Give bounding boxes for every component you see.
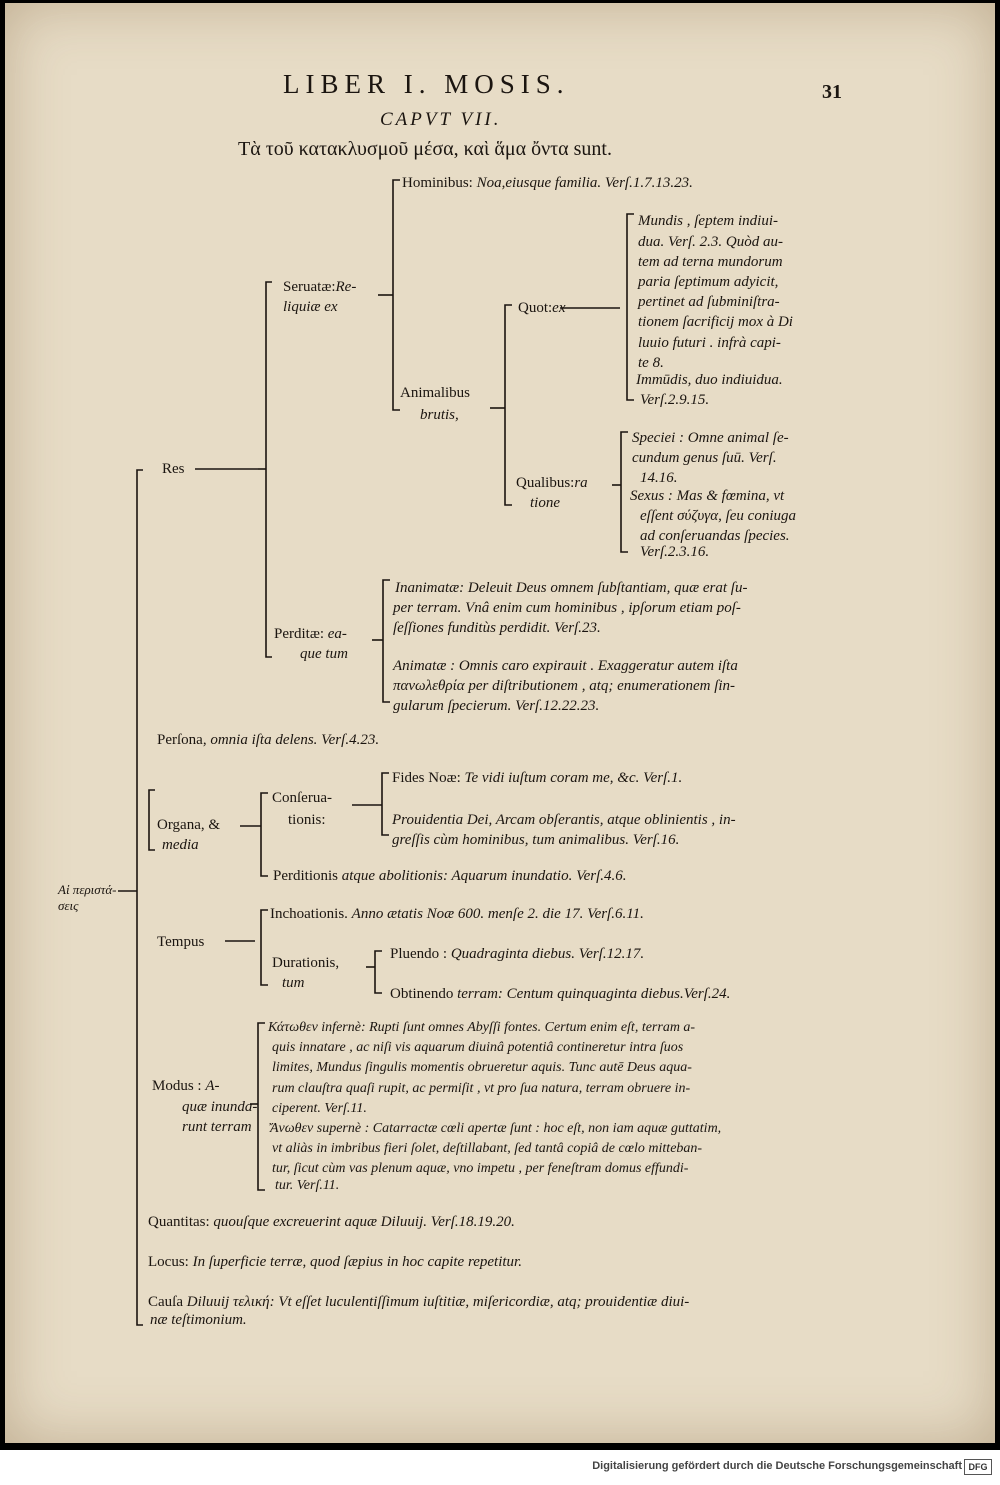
mundis-line-2: tem ad terna mundorum: [638, 254, 783, 270]
obtinendo-entry: Obtinendo terram: Centum quinquaginta di…: [390, 986, 731, 1002]
organa-label: Organa, &: [157, 817, 221, 833]
superne-line-3: tur. Verſ.11.: [275, 1178, 340, 1193]
organa-label-2: media: [162, 837, 199, 853]
inanimatae-line-1: per terram. Vnâ enim cum hominibus , ipſ…: [393, 600, 741, 616]
locus-entry: Locus: In ſuperficie terræ, quod ſæpius …: [148, 1254, 522, 1270]
quot-label: Quot:ex: [518, 300, 566, 316]
conseruationis-label: Conſerua-: [272, 790, 332, 806]
persona-entry: Perſona, omnia iſta delens. Verſ.4.23.: [157, 732, 380, 748]
durationis-brace: [374, 950, 382, 994]
sexus-line-2: ad conſeruandas ſpecies.: [640, 528, 790, 544]
chapter-subtitle: Τὰ τοῦ κατακλυσμοῦ μέσα, καὶ ἅμα ὄντα su…: [238, 138, 612, 160]
superne-line-2: tur, ſicut cùm vas plenum aquæ, vno impe…: [272, 1161, 689, 1176]
speciei-line-0: Speciei : Omne animal ſe-: [632, 430, 789, 446]
animatae-line-1: πανωλεθρία per diſtributionem , atq; enu…: [393, 678, 736, 694]
footer-credit: Digitalisierung gefördert durch die Deut…: [592, 1460, 962, 1472]
perditae-brace: [382, 579, 390, 703]
immundis-line-0: Immūdis, duo indiuidua.: [636, 372, 783, 388]
quantitas-entry: Quantitas: quouſque excreuerint aquæ Dil…: [148, 1214, 515, 1230]
tempus-brace: [260, 909, 268, 986]
causa-entry-2: næ teſtimonium.: [150, 1312, 247, 1328]
superne-line-1: vt aliàs in imbribus fieri ſolet, deſtil…: [272, 1141, 703, 1156]
book-page: [5, 3, 995, 1443]
inferne-line-2: limites, Mundus ſingulis momentis obruer…: [272, 1060, 692, 1075]
immundis-line-1: Verſ.2.9.15.: [640, 392, 710, 408]
qualibus-label-2: tione: [530, 495, 560, 511]
mundis-line-6: luuio futuri . infrà capi-: [638, 335, 781, 351]
mundis-line-3: paria ſeptimum adyicit,: [638, 274, 779, 290]
digitization-footer: Digitalisierung gefördert durch die Deut…: [0, 1450, 1000, 1485]
res-brace: [265, 281, 272, 658]
quot-brace: [626, 213, 634, 401]
mundis-line-5: tionem ſacrificij mox à Di: [638, 314, 793, 330]
seruatae-label-2: liquiæ ex: [283, 299, 338, 315]
chapter-heading: CAPVT VII.: [380, 109, 502, 130]
qualibus-label: Qualibus:ra: [516, 475, 588, 491]
root-label: Αἱ περιστά- σεις: [58, 882, 117, 913]
dfg-logo-icon: DFG: [964, 1459, 992, 1475]
durationis-label-2: tum: [282, 975, 305, 991]
perditionis-entry: Perditionis atque abolitionis: Aquarum i…: [273, 868, 627, 884]
seruatae-brace: [392, 179, 400, 411]
conseruationis-label-2: tionis:: [288, 812, 326, 828]
animatae-line-2: gularum ſpecierum. Verſ.12.22.23.: [393, 698, 600, 714]
mundis-line-7: te 8.: [638, 355, 664, 371]
inferne-line-0: Κάτωθεν infernè: Rupti ſunt omnes Abyſſi…: [268, 1020, 696, 1035]
mundis-line-0: Mundis , ſeptem indiui-: [638, 213, 778, 229]
prouidentia-line-0: Prouidentia Dei, Arcam obſerantis, atque…: [392, 812, 736, 828]
hominibus-entry: Hominibus: Noa,eiusque familia. Verſ.1.7…: [402, 175, 693, 191]
inanimatae-line-0: Inanimatæ: Deleuit Deus omnem ſubſtantia…: [395, 580, 748, 596]
speciei-line-2: 14.16.: [640, 470, 678, 486]
modus-label-2: quæ inunda-: [182, 1099, 258, 1115]
page-number: 31: [822, 81, 842, 103]
inferne-line-3: rum clauſtra quaſi rupit, ac permiſit , …: [272, 1081, 691, 1096]
prouidentia-line-1: greſſis cùm hominibus, tum animalibus. V…: [392, 832, 680, 848]
sexus-line-0: Sexus : Mas & fœmina, vt: [630, 488, 785, 504]
organa-sub-brace: [260, 792, 268, 877]
animatae-line-0: Animatæ : Omnis caro expirauit . Exagger…: [393, 658, 738, 674]
res-label: Res: [162, 461, 185, 477]
inferne-line-1: quis innatare , ac niſi vis aquarum diui…: [272, 1040, 684, 1055]
conseruationis-brace: [381, 772, 389, 836]
running-title: LIBER I. MOSIS.: [283, 69, 570, 99]
sexus-line-1: eſſent σύζυγα, ſeu coniuga: [640, 508, 796, 524]
modus-label: Modus : A-: [152, 1078, 220, 1094]
seruatae-label: Seruatæ:Re-: [283, 279, 357, 295]
fides-entry: Fides Noæ: Te vidi iuſtum coram me, &c. …: [392, 770, 683, 786]
qualibus-brace: [620, 431, 628, 553]
mundis-line-1: dua. Verſ. 2.3. Quòd au-: [638, 234, 783, 250]
durationis-label: Durationis,: [272, 955, 340, 971]
mundis-line-4: pertinet ad ſubminiſtra-: [638, 294, 780, 310]
modus-label-3: runt terram: [182, 1119, 252, 1135]
perditae-label: Perditæ: ea-: [274, 626, 347, 642]
animalibus-label: Animalibus: [400, 385, 470, 401]
animalibus-brace: [504, 304, 512, 506]
organa-brace: [148, 789, 155, 851]
modus-brace: [257, 1022, 265, 1191]
pluendo-entry: Pluendo : Quadraginta diebus. Verſ.12.17…: [390, 946, 645, 962]
superne-line-0: Ἄνωθεν supernè : Catarractæ cœli apertæ …: [270, 1121, 722, 1136]
speciei-line-1: cundum genus ſuū. Verſ.: [632, 450, 777, 466]
inchoationis-entry: Inchoationis. Anno ætatis Noæ 600. menſe…: [270, 906, 644, 922]
animalibus-label-2: brutis,: [420, 407, 459, 423]
tempus-label: Tempus: [157, 934, 205, 950]
inanimatae-line-2: ſeſſiones funditùs perdidit. Verſ.23.: [393, 620, 601, 636]
sexus-line-3: Verſ.2.3.16.: [640, 544, 710, 560]
root-brace: [136, 469, 143, 1326]
perditae-label-2: que tum: [300, 646, 348, 662]
inferne-line-4: ciperent. Verſ.11.: [272, 1101, 367, 1116]
causa-entry: Cauſa Diluuij τελική: Vt eſſet luculenti…: [148, 1294, 690, 1310]
